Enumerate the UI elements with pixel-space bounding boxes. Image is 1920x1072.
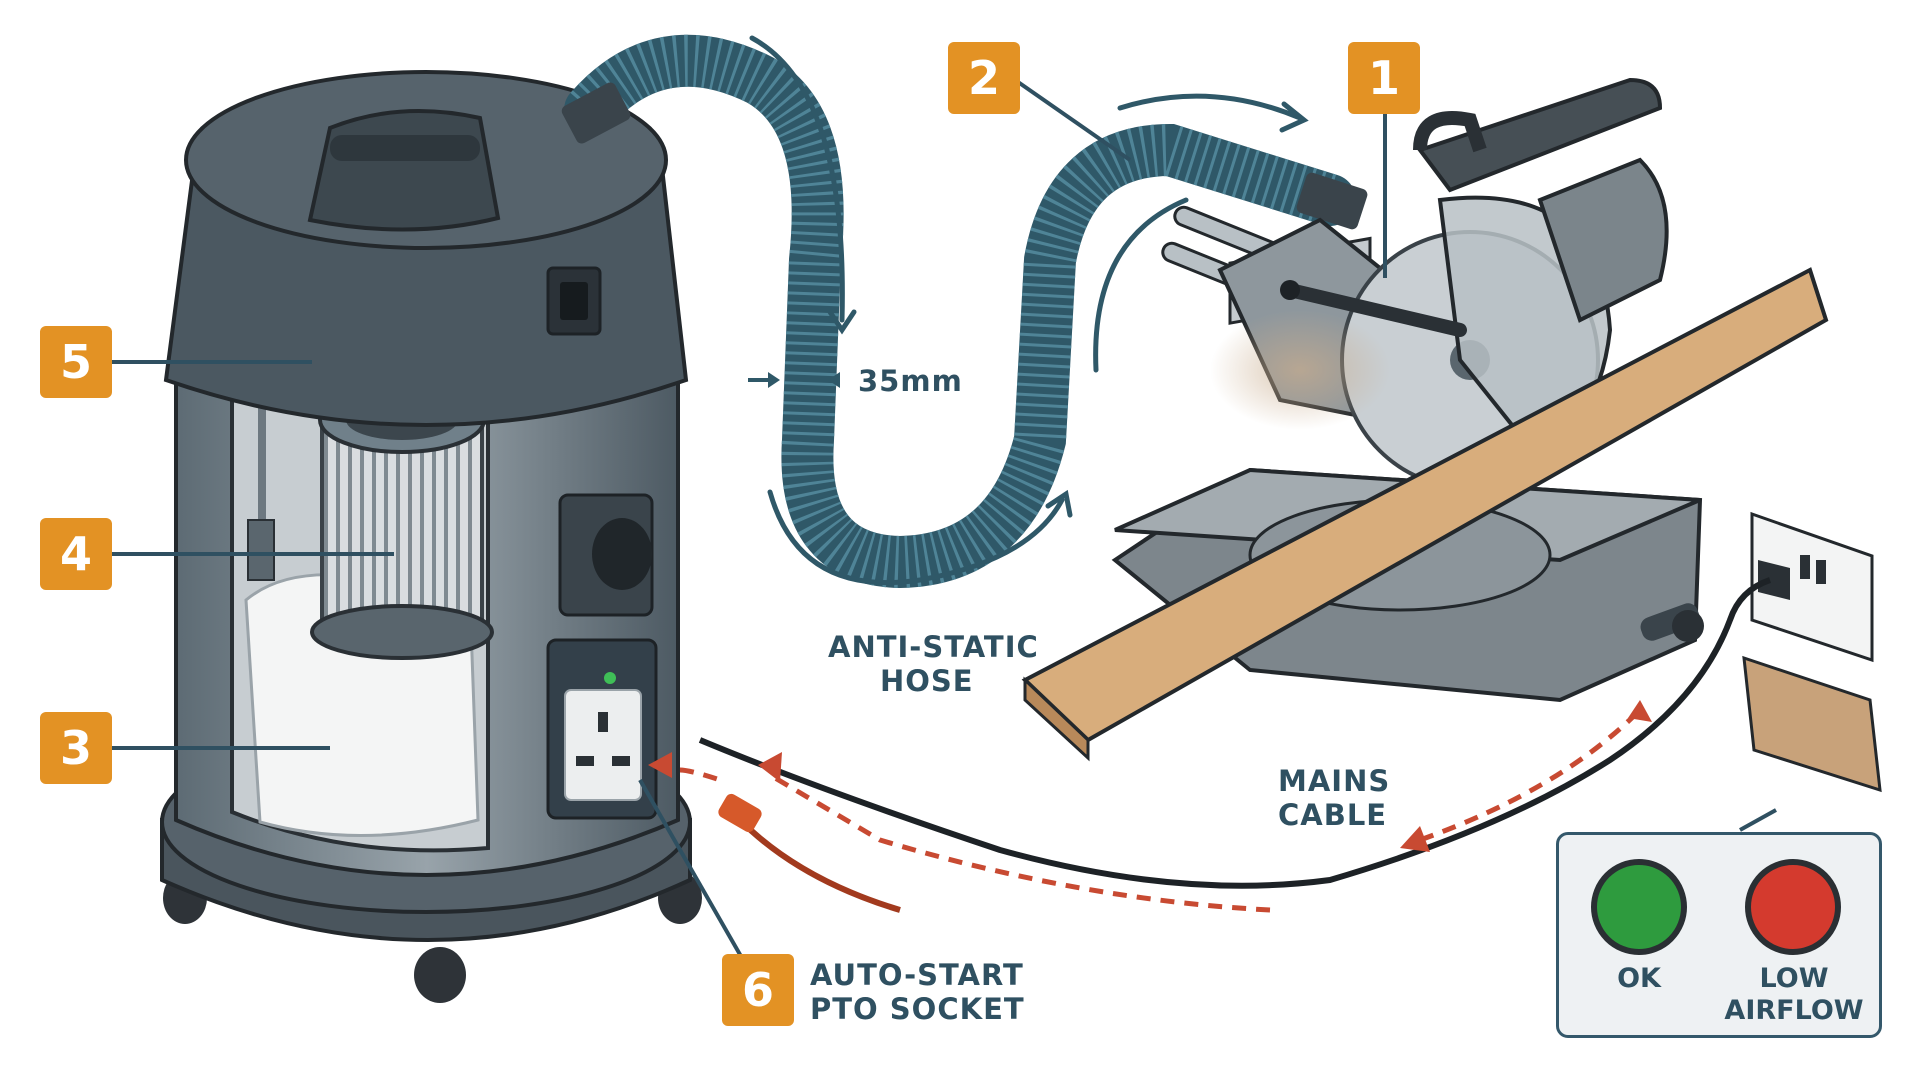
- status-panel: OK LOW AIRFLOW: [1556, 832, 1882, 1038]
- hose: [561, 34, 1368, 589]
- ok-lamp: [1591, 859, 1687, 955]
- low-label-line1: LOW: [1759, 963, 1829, 994]
- cable-label-line1: MAINS: [1278, 764, 1391, 798]
- flow-arrows: [749, 35, 1309, 586]
- callout-badge-4: 4: [40, 518, 112, 590]
- mains-cable: [698, 577, 1772, 889]
- wall-socket: [1750, 511, 1874, 663]
- hose-diameter-label: 35mm: [858, 364, 963, 398]
- low-label-line2: AIRFLOW: [1724, 995, 1864, 1026]
- pto-label-line2: PTO SOCKET: [810, 992, 1025, 1026]
- callout-badge-3: 3: [40, 712, 112, 784]
- power-arrows: [679, 708, 1642, 913]
- dust-extractor: [160, 70, 702, 1003]
- hose-label-line2: HOSE: [880, 664, 974, 698]
- low-airflow-lamp: [1745, 859, 1841, 955]
- callout-badge-5: 5: [40, 326, 112, 398]
- callout-badge-6: 6: [722, 954, 794, 1026]
- cable-label-line2: CABLE: [1278, 798, 1388, 832]
- callout-badge-1: 1: [1348, 42, 1420, 114]
- pto-label-line1: AUTO-START: [810, 958, 1024, 992]
- callout-badge-2: 2: [948, 42, 1020, 114]
- hose-label-line1: ANTI-STATIC: [828, 630, 1039, 664]
- skirting-board: [1742, 655, 1882, 793]
- ok-label: OK: [1617, 963, 1661, 994]
